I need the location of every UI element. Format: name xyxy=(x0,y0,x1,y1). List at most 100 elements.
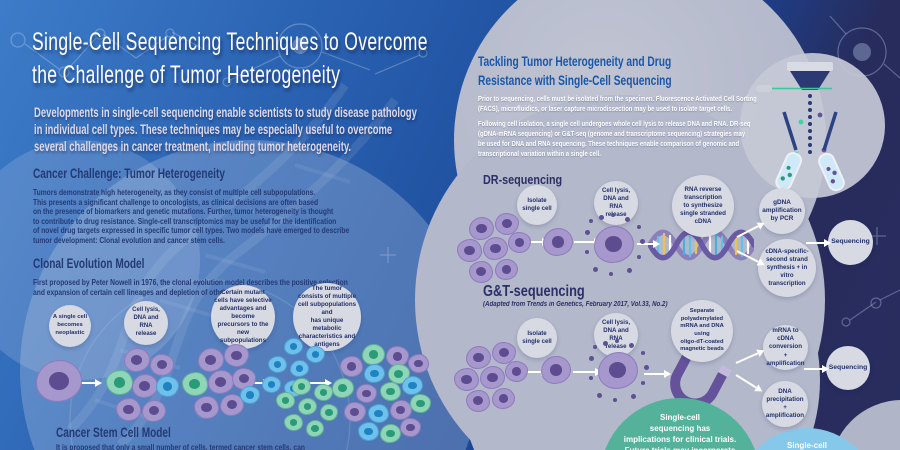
cell-icon xyxy=(320,404,338,421)
debris-dot xyxy=(593,345,597,349)
cell-icon xyxy=(594,226,634,263)
step-bubble-dr-2: Cell lysis, DNA and RNA release xyxy=(594,181,638,225)
cell-icon xyxy=(240,386,260,404)
cell-icon xyxy=(495,213,519,235)
cancer-challenge-body: Tumors demonstrate high heterogeneity, a… xyxy=(33,188,350,245)
cell-icon xyxy=(543,228,573,256)
cell-icon xyxy=(198,348,224,372)
flow-arrow xyxy=(573,368,602,376)
step-bubble-dr-3: RNA reverse transcription to synthesize … xyxy=(672,175,734,237)
cell-icon xyxy=(358,422,379,441)
cell-icon xyxy=(344,402,366,422)
step-bubble-gt-1: Isolate single cell xyxy=(517,318,557,358)
cell-icon xyxy=(508,232,531,253)
debris-dot xyxy=(599,215,604,220)
cell-icon xyxy=(306,346,325,363)
step-bubble-clonal-2: Cell lysis, DNA and RNA release xyxy=(124,301,168,345)
cell-icon xyxy=(364,364,385,383)
cell-icon xyxy=(469,217,494,240)
debris-dot xyxy=(585,230,590,235)
cell-icon xyxy=(36,360,82,402)
cell-icon xyxy=(380,382,401,401)
debris-dot xyxy=(637,255,641,259)
flow-arrow xyxy=(637,240,660,248)
cell-icon xyxy=(106,370,133,395)
cell-icon xyxy=(457,239,482,262)
debris-dot xyxy=(629,343,634,348)
facs-machine-icon xyxy=(756,62,845,192)
cell-icon xyxy=(220,394,244,416)
cell-icon xyxy=(150,354,174,376)
debris-dot xyxy=(627,268,632,273)
cell-icon xyxy=(332,378,354,398)
cell-icon xyxy=(290,360,309,377)
debris-dot xyxy=(625,217,630,222)
cell-icon xyxy=(276,392,295,409)
right-heading: Tackling Tumor Heterogeneity and Drug Re… xyxy=(478,52,818,90)
debris-dot xyxy=(603,341,608,346)
step-bubble-dr-1: Isolate single cell xyxy=(517,185,557,225)
cell-icon xyxy=(598,352,638,389)
flow-arrow xyxy=(804,365,829,373)
debris-dot xyxy=(589,376,593,380)
debris-dot xyxy=(611,213,615,217)
debris-dot xyxy=(640,239,645,244)
cell-icon xyxy=(208,370,234,394)
step-bubble-clonal-3: Certain mutant cells have selective adva… xyxy=(211,285,275,349)
cell-icon xyxy=(284,338,303,355)
debris-dot xyxy=(641,381,645,385)
title-line-2: the Challenge of Tumor Heterogeneity xyxy=(32,61,341,89)
clonal-evolution-body: First proposed by Peter Nowell in 1976, … xyxy=(33,278,348,297)
right-para-2: Following cell isolation, a single cell … xyxy=(478,119,751,158)
step-bubble-dr-4: gDNA amplification by PCR xyxy=(759,188,805,234)
flow-arrow xyxy=(644,370,671,378)
flow-arrow xyxy=(301,379,332,387)
step-bubble-gt-2: Cell lysis, DNA and RNA release xyxy=(594,313,638,357)
cell-icon xyxy=(410,394,431,413)
cell-icon xyxy=(224,344,249,367)
cell-icon xyxy=(356,384,377,403)
debris-dot xyxy=(593,267,598,272)
clinical-note-text: Single-cell sequencing has implications … xyxy=(623,413,737,450)
step-bubble-gt-sequencing: Sequencing xyxy=(826,346,870,390)
cell-icon xyxy=(298,398,317,415)
cell-icon xyxy=(505,361,528,382)
page-title: Single-Cell Sequencing Techniques to Ove… xyxy=(32,26,632,92)
dna-helix-icon xyxy=(648,229,754,261)
flow-arrow xyxy=(73,379,102,387)
debris-dot xyxy=(613,398,617,402)
cell-icon xyxy=(284,414,303,431)
cell-icon xyxy=(340,356,363,377)
debris-dot xyxy=(641,351,645,355)
right-heading-line-1: Tackling Tumor Heterogeneity and Drug xyxy=(478,53,672,69)
right-heading-line-2: Resistance with Single-Cell Sequencing xyxy=(478,72,672,88)
title-line-1: Single-Cell Sequencing Techniques to Ove… xyxy=(32,28,428,56)
step-bubble-gt-3: Separate polyadenylated mRNA and DNA usi… xyxy=(671,300,733,362)
cell-icon xyxy=(132,374,158,398)
debris-dot xyxy=(637,225,641,229)
cell-icon xyxy=(116,398,141,421)
cell-icon xyxy=(492,388,515,409)
right-para-1: Prior to sequencing, cells must be isola… xyxy=(478,94,757,113)
debris-dot xyxy=(631,394,636,399)
debris-dot xyxy=(589,356,594,361)
cell-icon xyxy=(400,418,421,437)
step-bubble-gt-5: DNA precipitation + amplification xyxy=(762,381,808,427)
dr-sequencing-heading: DR-sequencing xyxy=(483,172,563,187)
cell-icon xyxy=(124,348,150,372)
cell-icon xyxy=(194,396,219,419)
bottom-note-text: Single-cell xyxy=(786,441,827,450)
cell-icon xyxy=(466,346,491,369)
cell-icon xyxy=(142,400,166,422)
cancer-stem-heading: Cancer Stem Cell Model xyxy=(56,424,171,440)
cancer-challenge-heading: Cancer Challenge: Tumor Heterogeneity xyxy=(33,165,225,181)
cell-icon xyxy=(306,420,324,437)
debris-dot xyxy=(644,365,649,370)
cell-icon xyxy=(182,372,208,396)
cell-icon xyxy=(268,356,287,373)
step-bubble-dr-5: cDNA-specific- second strand synthesis +… xyxy=(758,239,816,297)
flow-arrow xyxy=(574,238,601,246)
debris-dot xyxy=(597,393,602,398)
step-bubble-clonal-1: A single cell becomes neoplastic xyxy=(49,305,91,347)
debris-dot xyxy=(585,250,589,254)
